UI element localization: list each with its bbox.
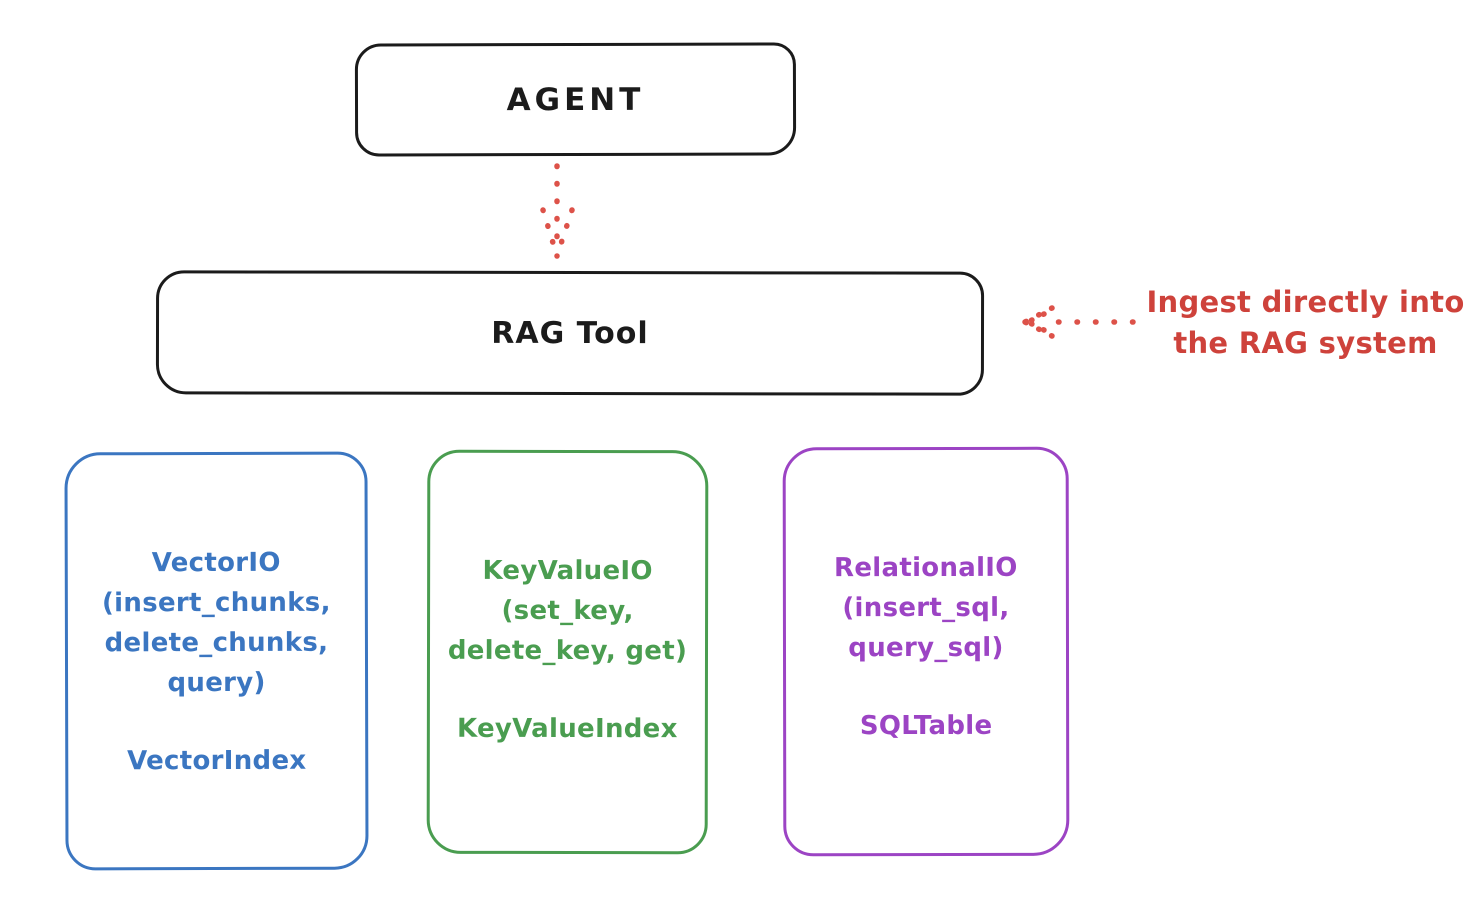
ingest-annotation-line2: the RAG system [1173,326,1438,360]
keyvalue-io-box[interactable]: KeyValueIO (set_key, delete_key, get) Ke… [426,449,709,855]
vector-io-line: delete_chunks, [104,627,329,659]
keyvalue-index-label: KeyValueIndex [456,713,678,745]
rag-tool-label: RAG Tool [491,315,649,351]
agent-to-rag-arrow-icon [540,163,575,259]
vector-io-line: VectorIO [151,547,281,579]
ingest-arrow-icon [1022,305,1136,339]
rag-tool-box[interactable]: RAG Tool [155,270,985,396]
agent-label: AGENT [506,81,645,118]
vector-io-line: (insert_chunks, [101,587,331,619]
vector-index-label: VectorIndex [127,745,307,777]
vector-io-box[interactable]: VectorIO (insert_chunks, delete_chunks, … [64,451,369,871]
relational-io-box[interactable]: RelationalIO (insert_sql, query_sql) SQL… [782,446,1070,857]
ingest-annotation-line1: Ingest directly into [1146,285,1465,319]
vector-io-line: query) [167,667,266,699]
keyvalue-io-line: KeyValueIO [482,555,653,587]
keyvalue-io-line: delete_key, get) [447,635,688,667]
keyvalue-io-line: (set_key, [501,595,634,627]
ingest-annotation: Ingest directly into the RAG system [1133,282,1478,364]
relational-io-line: RelationalIO [833,552,1018,584]
agent-box[interactable]: AGENT [354,42,797,157]
relational-io-line: query_sql) [848,632,1004,664]
sql-table-label: SQLTable [859,710,993,742]
relational-io-line: (insert_sql, [842,592,1010,624]
